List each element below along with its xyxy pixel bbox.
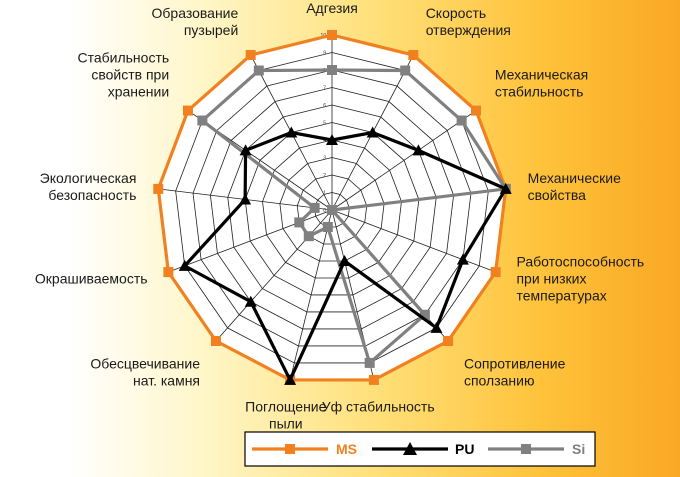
legend-item-PU: PU [372,441,474,457]
grid-ring-9 [175,52,489,364]
legend-item-Si: Si [488,441,585,457]
grid-spoke-7 [289,209,333,381]
point-MS-2 [471,105,482,116]
axis-label-6: Уф стабильность [322,398,435,414]
point-MS-11 [182,105,193,116]
series-line-PU [182,130,509,384]
grid-ring-8 [192,69,472,347]
legend-label-Si: Si [572,441,585,457]
point-Si-0 [327,65,337,75]
chart-legend: MS PU Si [244,431,596,467]
point-Si-5 [419,309,430,320]
point-MS-1 [408,50,419,61]
legend-marker-Si [521,444,531,454]
point-PU-1 [366,126,379,138]
tick-label-0: 0 [323,208,326,214]
grid-spoke-2 [331,110,477,211]
grid-ring-6 [227,104,437,313]
point-Si-2 [456,115,467,126]
axis-label-9: Окрашиваемость [35,270,148,286]
point-Si-7 [322,221,333,232]
point-PU-9 [178,259,191,271]
series-line-MS [156,33,508,382]
point-PU-5 [430,321,443,333]
point-Si-8 [303,231,314,242]
point-MS-4 [490,267,501,278]
grid-spoke-9 [168,209,333,273]
legend-marker-PU [403,442,417,455]
radar-series [153,30,512,385]
point-MS-5 [443,335,454,346]
legend-marker-MS [285,444,295,454]
point-PU-8 [244,295,257,307]
point-MS-6 [368,374,379,385]
series-PU [178,126,512,385]
point-Si-12 [253,65,264,76]
legend-label-PU: PU [455,441,474,457]
tick-label-2: 2 [323,173,326,179]
tick-label-7: 7 [323,86,326,92]
point-PU-6 [338,254,351,266]
tick-label-6: 6 [323,103,326,109]
point-PU-4 [456,253,469,265]
point-Si-4 [327,205,337,215]
point-Si-10 [309,202,320,213]
tick-label-5: 5 [323,121,326,127]
point-MS-8 [210,335,221,346]
grid-ring-7 [209,87,455,330]
point-PU-2 [412,144,425,156]
series-line-Si [199,68,509,366]
grid-ring-3 [279,157,385,262]
tick-label-9: 9 [323,51,326,57]
point-Si-9 [294,217,305,228]
point-MS-0 [327,30,337,40]
series-Si [197,65,511,368]
tick-label-4: 4 [323,138,326,144]
point-PU-11 [239,144,252,156]
grid-spoke-4 [331,209,496,273]
point-PU-10 [239,193,252,205]
legend-label-MS: MS [336,441,357,457]
tick-label-3: 3 [323,156,326,162]
point-PU-12 [285,126,298,138]
point-PU-7 [284,373,297,385]
point-PU-0 [326,134,338,145]
axis-label-0: Адгезия [306,0,358,16]
point-PU-3 [499,182,512,194]
grid-ring-5 [244,122,420,296]
tick-label-1: 1 [323,191,326,197]
point-Si-1 [400,65,411,76]
point-MS-10 [153,183,164,194]
point-MS-12 [245,50,256,61]
point-Si-11 [197,115,208,126]
point-Si-6 [364,357,375,368]
legend-item-MS: MS [252,441,357,457]
point-MS-9 [163,267,174,278]
